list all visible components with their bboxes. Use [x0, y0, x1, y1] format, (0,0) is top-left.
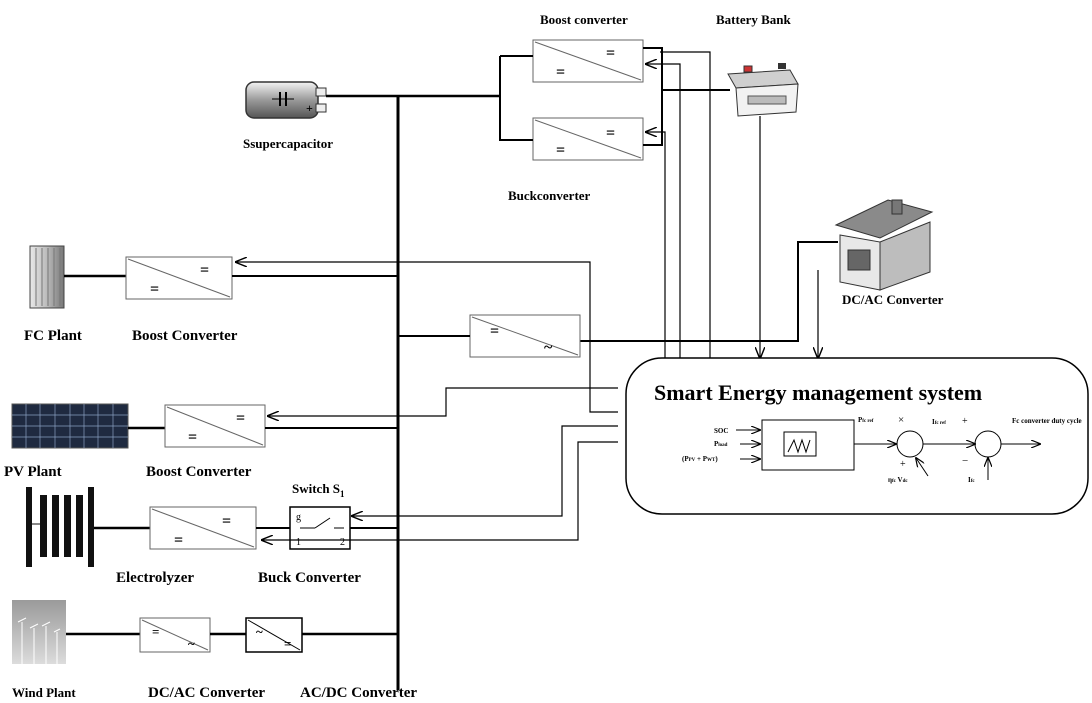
wind-dc-ac-converter: = ~ — [140, 618, 210, 652]
house-icon — [836, 200, 932, 290]
ac-symbol: ~ — [544, 339, 553, 356]
dc-symbol: = — [556, 142, 565, 159]
dc-symbol: = — [606, 45, 615, 62]
switch-s1: g 1 2 — [290, 507, 350, 549]
fc-plant-label: FC Plant — [24, 328, 82, 344]
boost-converter-top: = = — [533, 40, 643, 82]
electrolyzer-buck-converter: = = — [150, 507, 256, 549]
ems-minus: − — [962, 455, 968, 467]
fuzzy-controller-block — [762, 420, 854, 470]
dc-symbol: = — [188, 429, 197, 446]
fc-plant-icon — [30, 246, 64, 308]
supercapacitor-icon: + — [246, 82, 326, 118]
ems-input-soc: SOC — [714, 427, 728, 435]
dc-symbol: = — [200, 262, 209, 279]
ems-sum-node-1 — [897, 431, 923, 457]
svg-text:g: g — [296, 512, 301, 523]
electrolyzer-icon — [26, 487, 94, 567]
dc-ac-converter-house-label: DC/AC Converter — [842, 292, 944, 307]
pv-plant-label: PV Plant — [4, 464, 62, 480]
dc-symbol: = — [150, 281, 159, 298]
svg-text:2: 2 — [340, 537, 345, 548]
ems-times-symbol: × — [898, 414, 904, 426]
dc-symbol: = — [236, 410, 245, 427]
ac-symbol: ~ — [256, 624, 263, 639]
pv-boost-converter: = = — [165, 405, 265, 447]
battery-icon — [728, 63, 798, 116]
dc-symbol: = — [222, 513, 231, 530]
svg-text:1: 1 — [296, 537, 301, 548]
fc-boost-converter: = = — [126, 257, 232, 299]
dc-symbol: = — [556, 64, 565, 81]
dc-symbol: = — [284, 636, 291, 651]
fc-boost-label: Boost Converter — [132, 328, 238, 344]
ems-title: Smart Energy management system — [654, 380, 982, 405]
supercapacitor-label: Ssupercapacitor — [243, 136, 333, 151]
wind-plant-label: Wind Plant — [12, 685, 76, 700]
dc-symbol: = — [490, 323, 499, 340]
buck-converter-top: = = — [533, 118, 643, 160]
wind-plant-icon — [12, 600, 66, 664]
dc-symbol: = — [606, 125, 615, 142]
dc-symbol: = — [152, 624, 159, 639]
buck-converter-bottom-label: Buck Converter — [258, 570, 361, 586]
pv-plant-icon — [12, 404, 128, 448]
electrolyzer-label: Electrolyzer — [116, 570, 194, 586]
wind-ac-dc-label: AC/DC Converter — [300, 685, 417, 701]
ac-symbol: ~ — [188, 636, 195, 651]
ems-output-label: Fc converter duty cycle — [1012, 417, 1082, 425]
grid-dc-ac-converter: = ~ — [470, 315, 580, 357]
pv-boost-label: Boost Converter — [146, 464, 252, 480]
ems-plus-1: + — [962, 416, 968, 427]
buck-converter-top-label: Buckconverter — [508, 188, 591, 203]
boost-converter-top-label: Boost converter — [540, 12, 628, 27]
switch-label: Switch S1 — [292, 481, 345, 499]
ems-plus-2: + — [900, 459, 906, 470]
dc-symbol: = — [174, 532, 183, 549]
wind-ac-dc-converter: ~ = — [246, 618, 302, 652]
ems-sum-node-2 — [975, 431, 1001, 457]
battery-bank-label: Battery Bank — [716, 12, 792, 27]
wind-dc-ac-label: DC/AC Converter — [148, 685, 265, 701]
svg-text:+: + — [306, 101, 313, 115]
